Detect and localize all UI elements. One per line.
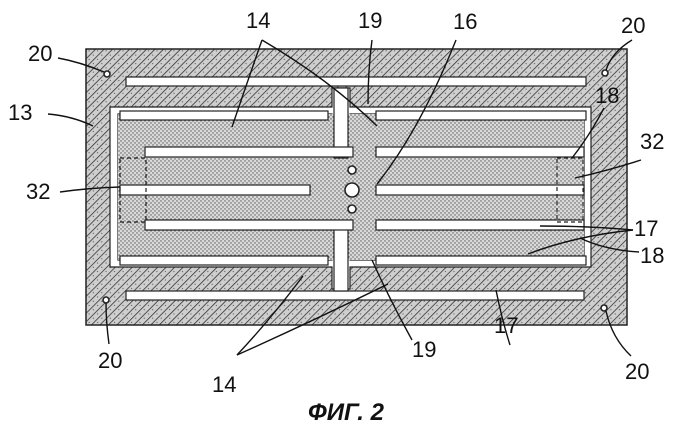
label-bracket-left: 32: [26, 179, 50, 204]
figure-caption: ФИГ. 2: [308, 399, 385, 426]
label-corner-bottom-left: 20: [98, 348, 122, 373]
bar-slot-4: [376, 185, 584, 195]
spoke-bottom: [334, 226, 348, 291]
label-corner-top-left: 20: [28, 41, 52, 66]
arm-slot-top-right: [376, 111, 586, 120]
small-hole-bottom: [348, 205, 356, 213]
bar-slot-2: [376, 147, 584, 157]
arm-slot-top-left: [120, 111, 328, 120]
label-spoke-top: 19: [358, 8, 382, 33]
slot-outer-bottom: [126, 291, 584, 300]
corner-hole-bl: [103, 297, 109, 303]
label-frame-right-top: 18: [595, 83, 619, 108]
label-frame-right-bottom: 18: [640, 243, 664, 268]
label-spoke-bottom: 19: [412, 337, 436, 362]
corner-hole-br: [601, 305, 607, 311]
center-hole: [345, 183, 359, 197]
small-hole-top: [348, 166, 356, 174]
label-corner-bottom-right: 20: [625, 359, 649, 384]
label-bracket-right: 32: [640, 129, 664, 154]
label-bar-bottom: 17: [494, 313, 518, 338]
bar-slot-5: [145, 220, 353, 230]
bar-slot-3: [120, 185, 310, 195]
corner-hole-tl: [104, 71, 110, 77]
arm-slot-bottom-right: [376, 256, 586, 265]
corner-hole-tr: [602, 70, 608, 76]
arm-slot-bottom-left: [120, 256, 328, 265]
label-arms-bottom: 14: [212, 372, 236, 397]
label-center-hole: 16: [453, 9, 477, 34]
bar-slot-6: [376, 220, 584, 230]
bar-slot-1: [145, 147, 353, 157]
label-plate: 13: [8, 100, 32, 125]
label-corner-top-right: 20: [621, 13, 645, 38]
label-bar-right: 17: [634, 216, 658, 241]
label-arms-top: 14: [246, 8, 270, 33]
slot-outer-top: [126, 77, 586, 86]
